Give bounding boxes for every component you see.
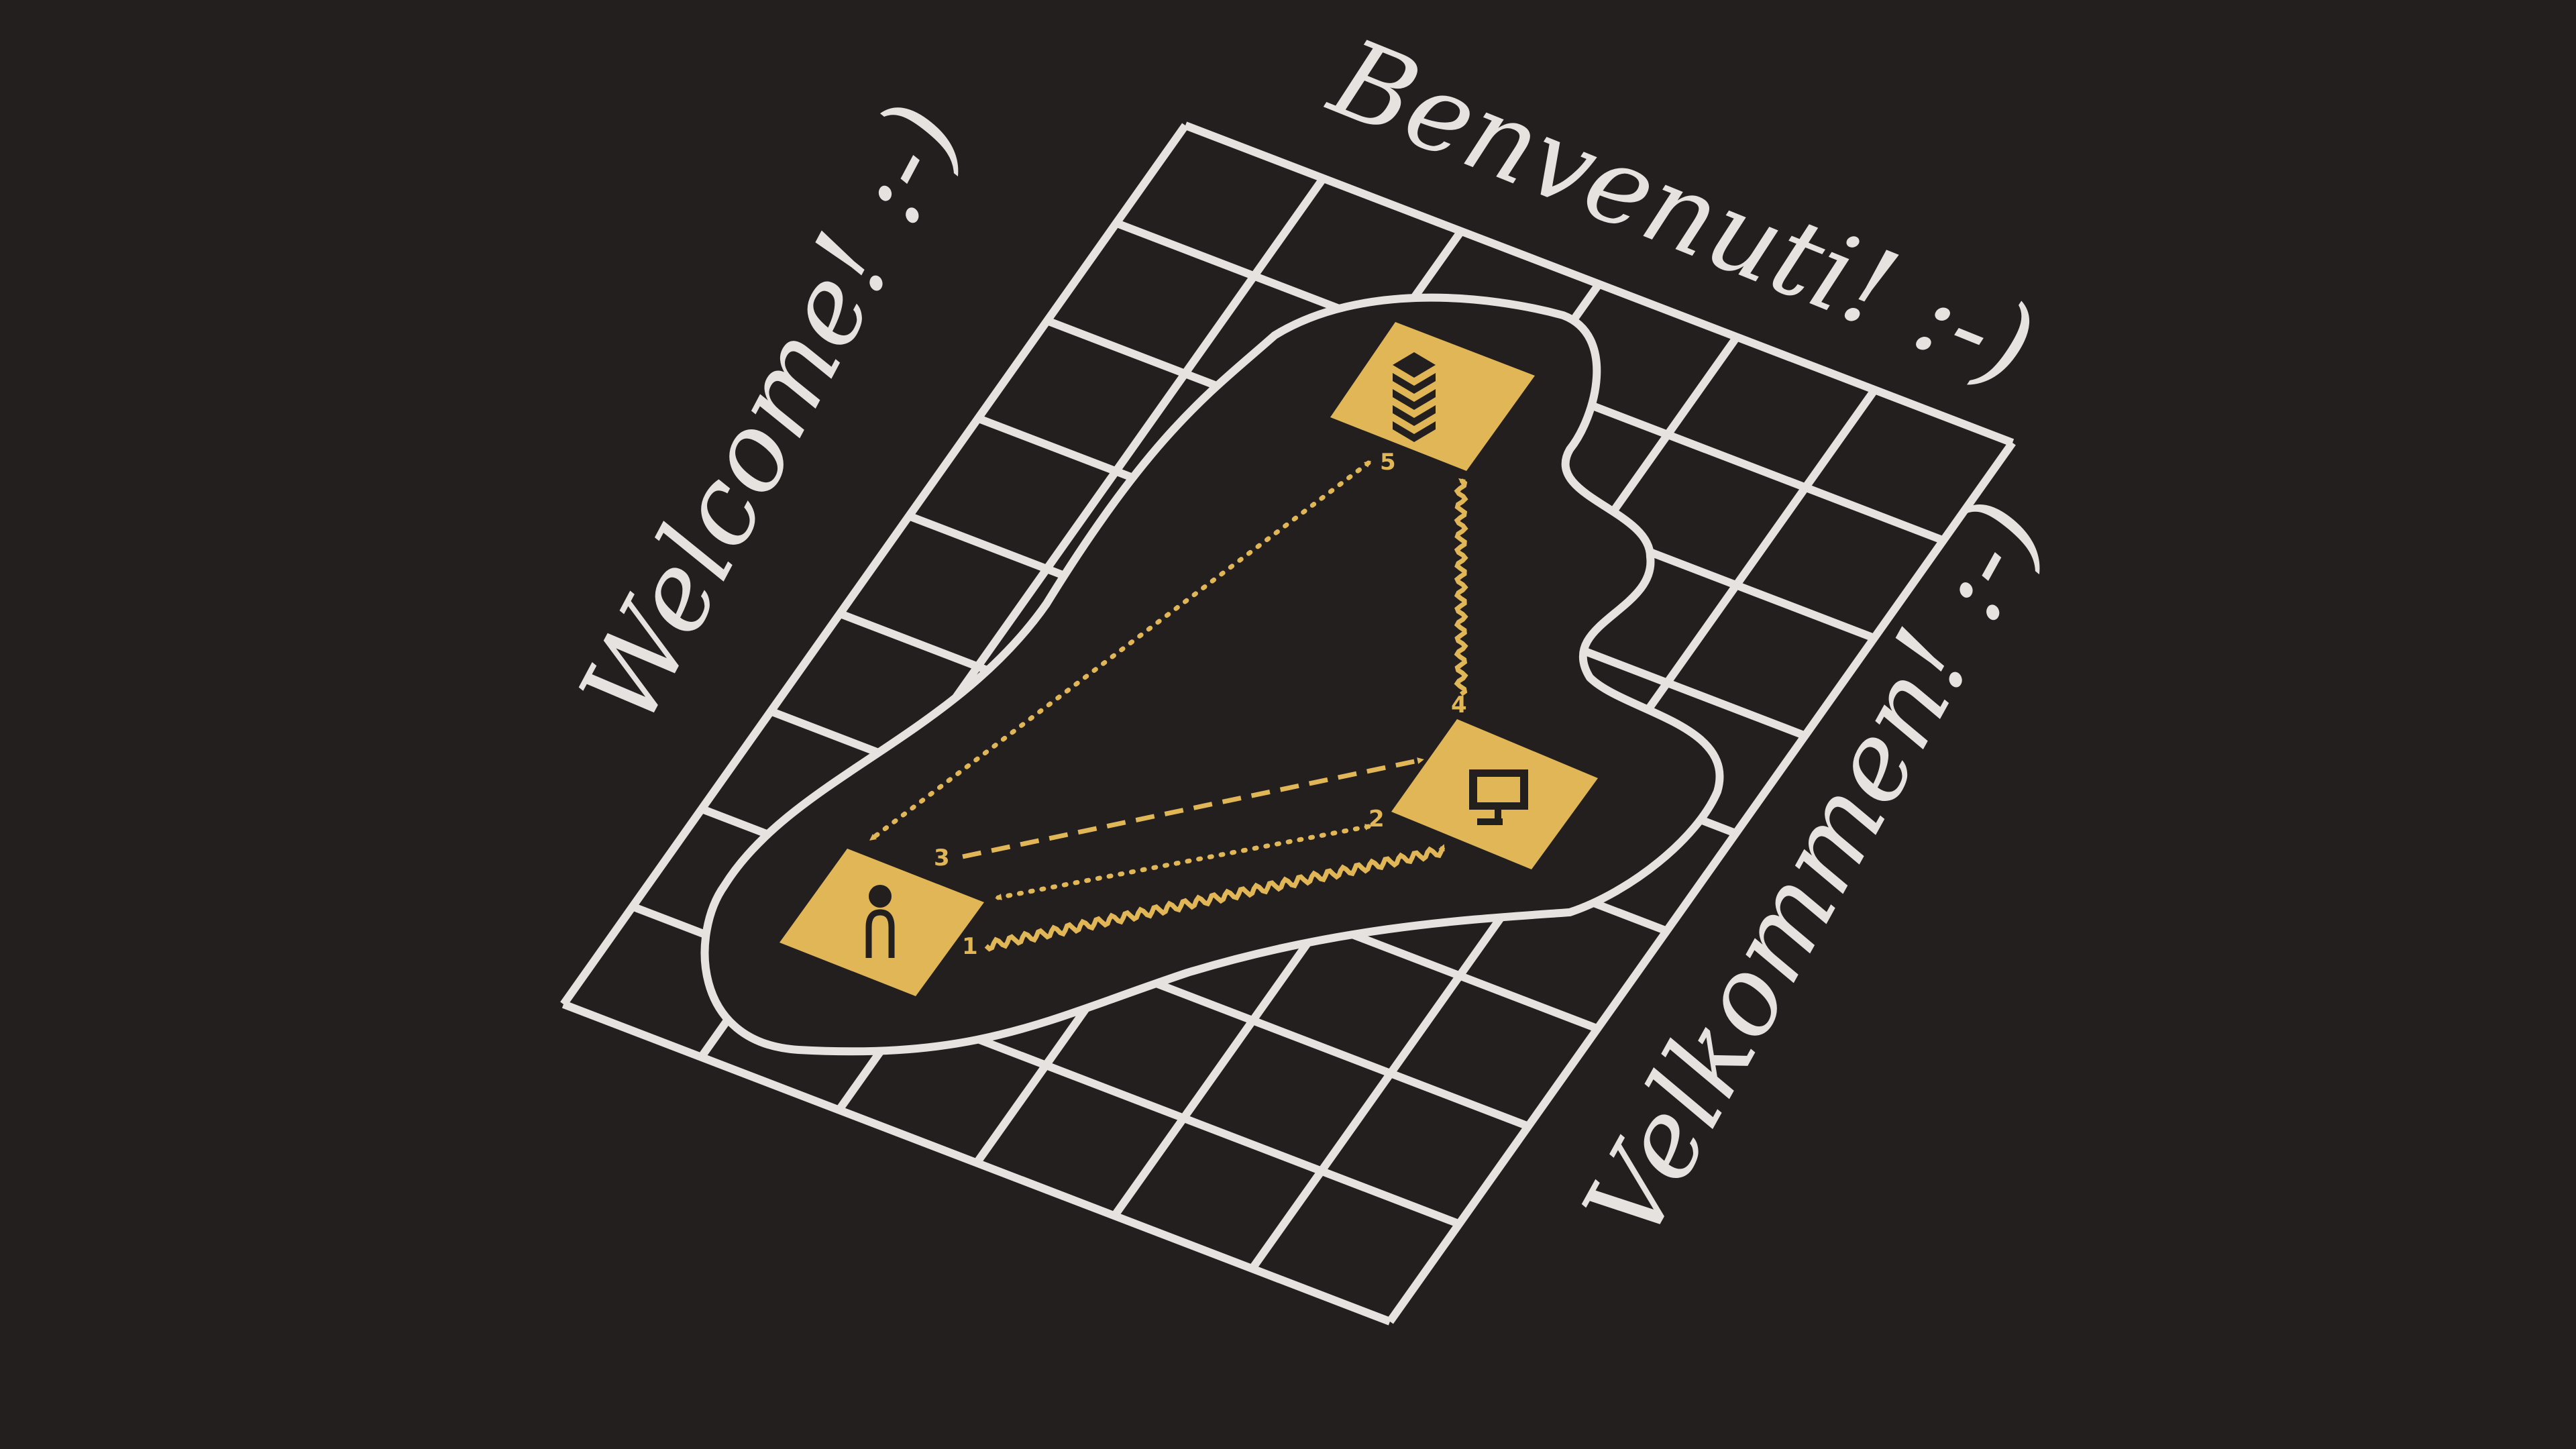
step-label-3: 3 [934,845,950,871]
computer-node [1391,719,1598,869]
step-label-1: 1 [962,933,978,960]
link-4-computer-to-server [1454,478,1468,696]
step-label-5: 5 [1380,449,1396,476]
user-node [780,849,984,996]
step-label-4: 4 [1451,692,1467,718]
step-label-2: 2 [1368,806,1385,833]
user-icon [865,885,895,958]
server-stack-icon [1393,352,1436,442]
grid-line [1387,440,2016,1324]
link-5-server-user [869,460,1371,841]
server-node [1330,322,1535,471]
computer-icon [1469,769,1528,825]
